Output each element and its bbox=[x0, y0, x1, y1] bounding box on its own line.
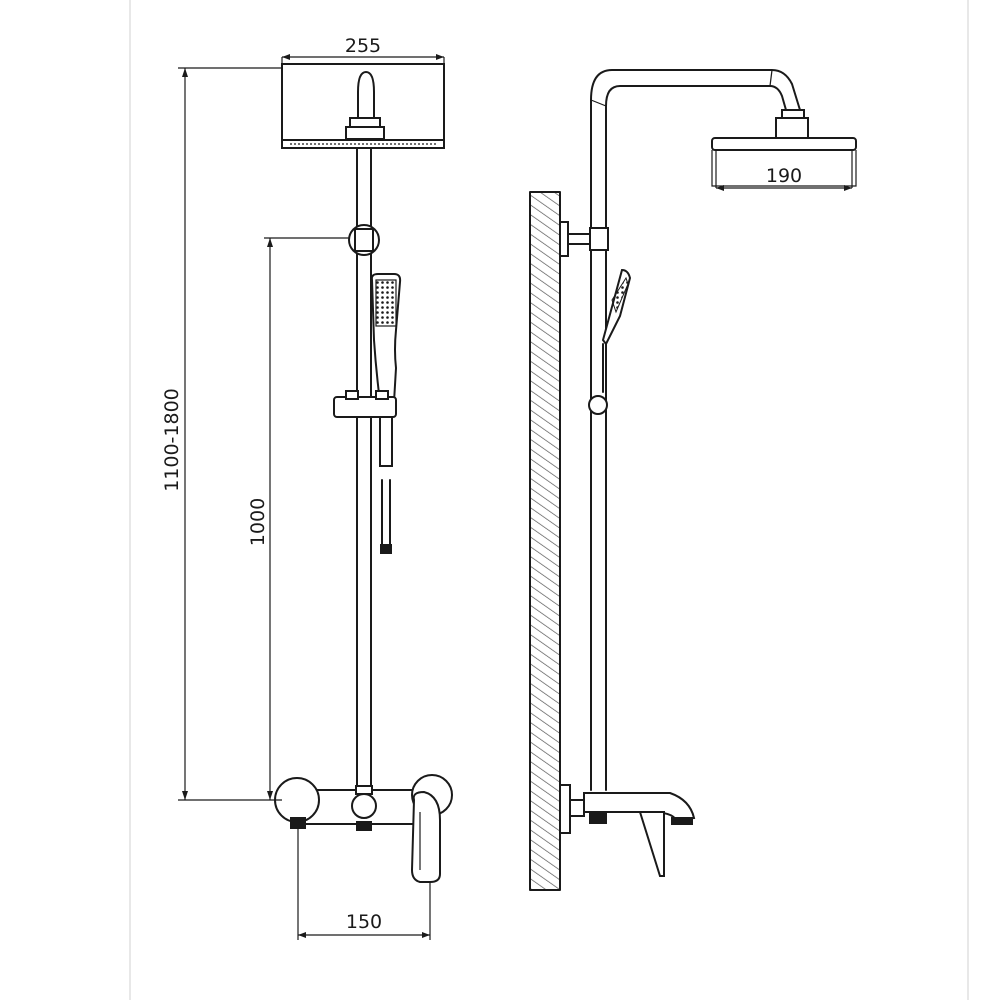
front-mixer bbox=[274, 774, 453, 883]
side-view: 190 bbox=[529, 69, 857, 891]
side-hand-shower bbox=[601, 268, 632, 393]
side-overhead-shower-head bbox=[711, 109, 857, 188]
front-view: 255 1100-1800 1000 150 bbox=[161, 35, 453, 940]
dimension-rail-height-label: 1000 bbox=[247, 498, 269, 546]
side-riser-pipe bbox=[590, 69, 801, 791]
side-upper-bracket bbox=[559, 221, 609, 257]
dimension-mixer-spacing-label: 150 bbox=[346, 911, 382, 933]
dimension-total-height-label: 1100-1800 bbox=[161, 388, 183, 492]
dimension-head-width: 255 bbox=[281, 35, 445, 66]
dimension-arm-projection-label: 190 bbox=[766, 165, 802, 187]
side-mixer bbox=[559, 784, 696, 877]
dimension-arm-projection: 190 bbox=[716, 165, 852, 191]
side-wall-section bbox=[529, 191, 561, 891]
front-overhead-shower-head bbox=[281, 63, 445, 149]
dimension-rail-height: 1000 bbox=[247, 237, 350, 800]
front-hand-shower bbox=[370, 273, 402, 467]
dimension-total-height: 1100-1800 bbox=[161, 67, 282, 801]
dimension-mixer-spacing: 150 bbox=[297, 828, 431, 940]
front-slide-holder bbox=[333, 390, 397, 418]
dimension-head-width-label: 255 bbox=[345, 35, 381, 57]
front-shower-hose bbox=[380, 479, 392, 554]
front-upper-bracket bbox=[348, 224, 380, 256]
side-slide-holder bbox=[588, 395, 608, 415]
